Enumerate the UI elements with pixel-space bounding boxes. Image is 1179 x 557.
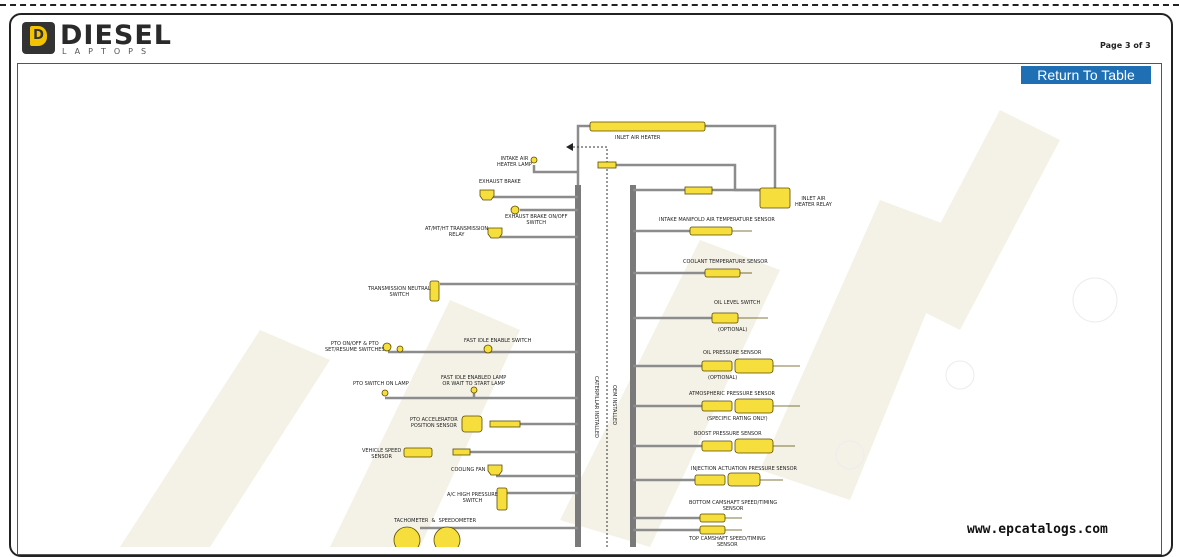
label-exhaust-brake: EXHAUST BRAKE xyxy=(479,179,521,185)
exhaust-brake-switch-icon xyxy=(510,205,520,215)
tachometer-icon xyxy=(393,526,421,547)
connector-icon xyxy=(701,400,733,412)
connector-icon xyxy=(597,161,617,169)
logo-sub-text: LAPTOPS xyxy=(62,47,155,56)
logo-mark-icon: D xyxy=(22,22,55,54)
label-oil-level-optional: (OPTIONAL) xyxy=(718,327,748,333)
label-caterpillar-installed: CATERPILLAR INSTALLED xyxy=(593,376,599,438)
connector-icon xyxy=(694,474,726,486)
ac-pressure-switch-icon xyxy=(496,487,508,511)
label-oem-installed: OEM INSTALLED xyxy=(611,385,617,426)
connector-icon xyxy=(452,448,471,456)
top-dashed-rule xyxy=(0,4,1179,6)
footer-url: www.epcatalogs.com xyxy=(967,522,1108,537)
label-bottom-camshaft-sensor: BOTTOM CAMSHAFT SPEED/TIMING SENSOR xyxy=(689,500,778,512)
atmospheric-pressure-sensor-icon xyxy=(734,398,774,414)
fast-idle-lamp-icon xyxy=(470,386,478,394)
pto-switch-icon xyxy=(382,342,392,352)
oil-pressure-sensor-icon xyxy=(734,358,774,374)
intake-heater-lamp-icon xyxy=(530,156,538,164)
label-injection-actuation-sensor: INJECTION ACTUATION PRESSURE SENSOR xyxy=(691,466,798,472)
label-vehicle-speed-sensor: VEHICLE SPEED SENSOR xyxy=(362,448,402,460)
page-indicator: Page 3 of 3 xyxy=(1100,41,1151,50)
label-oil-pressure-sensor: OIL PRESSURE SENSOR xyxy=(703,350,762,356)
connector-icon xyxy=(489,420,521,428)
label-atmospheric-pressure-sensor: ATMOSPHERIC PRESSURE SENSOR xyxy=(689,391,776,397)
inlet-air-heater-relay-icon xyxy=(759,187,791,209)
label-atmospheric-specific-rating: (SPECIFIC RATING ONLY) xyxy=(707,416,768,422)
inlet-air-heater-icon xyxy=(589,121,706,132)
label-top-camshaft-sensor: TOP CAMSHAFT SPEED/TIMING SENSOR xyxy=(689,536,766,548)
label-boost-pressure-sensor: BOOST PRESSURE SENSOR xyxy=(694,431,762,437)
vehicle-speed-sensor-icon xyxy=(403,447,433,458)
label-coolant-temp-sensor: COOLANT TEMPERATURE SENSOR xyxy=(683,259,768,265)
boost-pressure-sensor-icon xyxy=(734,438,774,454)
pto-accelerator-sensor-icon xyxy=(461,415,483,433)
label-oil-level-switch: OIL LEVEL SWITCH xyxy=(714,300,761,306)
label-intake-air-heater-lamp: INTAKE AIR HEATER LAMP xyxy=(497,156,532,168)
fast-idle-switch-icon xyxy=(483,344,493,354)
label-pto-accelerator-sensor: PTO ACCELERATOR POSITION SENSOR xyxy=(410,417,458,429)
exhaust-brake-icon xyxy=(479,189,495,201)
label-cooling-fan: COOLING FAN xyxy=(451,467,486,473)
pto-switch-icon xyxy=(396,345,404,353)
bottom-camshaft-sensor-icon xyxy=(699,513,726,523)
label-tachometer-speedometer: TACHOMETER & SPEEDOMETER xyxy=(394,518,477,524)
label-inlet-air-heater-relay: INLET AIR HEATER RELAY xyxy=(795,196,832,208)
coolant-temp-sensor-icon xyxy=(704,268,741,278)
logo-main-text: DIESEL xyxy=(60,20,172,51)
label-intake-manifold-temp-sensor: INTAKE MANIFOLD AIR TEMPERATURE SENSOR xyxy=(659,217,775,223)
connector-icon xyxy=(701,440,733,452)
pto-lamp-icon xyxy=(381,389,389,397)
connector-icon xyxy=(701,360,733,372)
transmission-relay-icon xyxy=(487,227,503,239)
label-inlet-air-heater: INLET AIR HEATER xyxy=(615,135,661,141)
speedometer-icon xyxy=(433,526,461,547)
return-to-table-button[interactable]: Return To Table xyxy=(1021,66,1151,84)
label-ac-high-pressure-switch: A/C HIGH PRESSURE SWITCH xyxy=(447,492,498,504)
label-fast-idle-enable-switch: FAST IDLE ENABLE SWITCH xyxy=(464,338,532,344)
transmission-neutral-switch-icon xyxy=(429,280,440,302)
label-oil-pressure-optional: (OPTIONAL) xyxy=(708,375,738,381)
connector-icon xyxy=(684,186,713,195)
top-camshaft-sensor-icon xyxy=(699,525,726,535)
label-fast-idle-enabled-lamp: FAST IDLE ENABLED LAMP OR WAIT TO START … xyxy=(441,375,507,387)
intake-manifold-temp-sensor-icon xyxy=(689,226,733,236)
label-pto-switches: PTO ON/OFF & PTO SET/RESUME SWITCHES xyxy=(325,341,385,353)
label-transmission-neutral-switch: TRANSMISSION NEUTRAL SWITCH xyxy=(368,286,431,298)
oil-level-switch-icon xyxy=(711,312,739,324)
cooling-fan-icon xyxy=(487,464,503,476)
label-exhaust-brake-switch: EXHAUST BRAKE ON/OFF SWITCH xyxy=(505,214,568,226)
label-pto-switch-on-lamp: PTO SWITCH ON LAMP xyxy=(353,381,409,387)
label-transmission-relay: AT/MT/HT TRANSMISSION RELAY xyxy=(425,226,489,238)
injection-actuation-sensor-icon xyxy=(727,472,761,487)
